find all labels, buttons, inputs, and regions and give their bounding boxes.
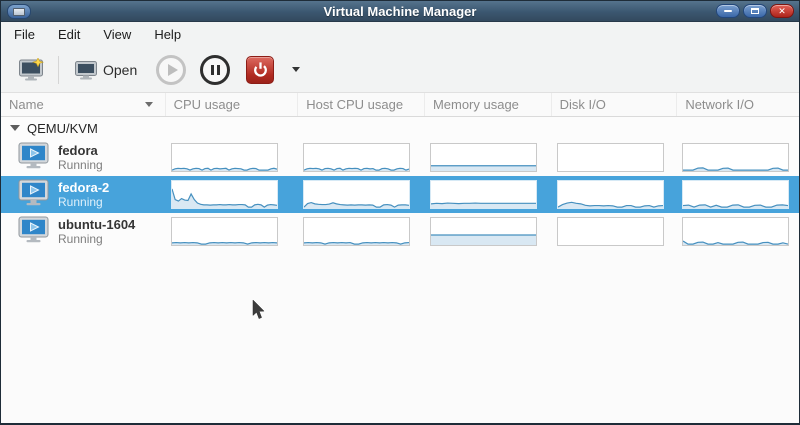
column-header-host-cpu-usage[interactable]: Host CPU usage — [298, 93, 425, 116]
vm-name: fedora — [58, 143, 98, 158]
run-button[interactable] — [156, 54, 187, 85]
column-header-name[interactable]: Name — [1, 93, 166, 116]
column-header-label: Disk I/O — [559, 97, 606, 112]
vm-status: Running — [58, 232, 103, 246]
menu-file[interactable]: File — [14, 27, 35, 42]
disk-cell — [552, 213, 678, 250]
network-cell — [677, 213, 799, 250]
cpu-sparkline — [170, 217, 278, 246]
vm-name: ubuntu-1604 — [58, 217, 136, 232]
memory-sparkline — [429, 180, 537, 209]
minimize-button[interactable] — [716, 4, 740, 18]
pause-button[interactable] — [200, 54, 231, 85]
maximize-icon — [751, 8, 759, 14]
sort-descending-icon — [144, 102, 153, 107]
network-sparkline — [682, 180, 790, 209]
cpu-cell — [166, 213, 299, 250]
memory-sparkline — [429, 217, 537, 246]
connection-row-qemu-kvm[interactable]: QEMU/KVM — [1, 117, 799, 139]
open-button[interactable]: Open — [69, 57, 142, 83]
memory-cell — [425, 176, 552, 213]
host-cpu-sparkline — [303, 180, 411, 209]
column-header-label: CPU usage — [173, 97, 241, 112]
host-cpu-cell — [298, 176, 425, 213]
window-controls: ✕ — [716, 4, 794, 18]
column-header-memory-usage[interactable]: Memory usage — [425, 93, 552, 116]
column-header-cpu-usage[interactable]: CPU usage — [166, 93, 299, 116]
shutdown-button[interactable] — [246, 55, 275, 84]
mouse-cursor — [252, 299, 266, 325]
power-icon — [253, 62, 267, 77]
cpu-cell — [166, 139, 299, 176]
new-vm-button[interactable] — [13, 55, 50, 85]
vm-monitor-icon — [18, 216, 49, 248]
network-cell — [677, 139, 799, 176]
menu-view[interactable]: View — [103, 27, 132, 42]
host-cpu-sparkline — [303, 143, 411, 172]
host-cpu-cell — [298, 213, 425, 250]
host-cpu-cell — [298, 139, 425, 176]
disk-sparkline — [556, 180, 664, 209]
disk-cell — [552, 139, 678, 176]
vm-monitor-icon — [18, 179, 49, 211]
open-button-label: Open — [103, 61, 138, 78]
column-header-label: Memory usage — [432, 97, 519, 112]
vm-status: Running — [58, 195, 103, 209]
network-sparkline — [682, 217, 790, 246]
toolbar-separator — [58, 55, 59, 84]
menu-bar: File Edit View Help — [1, 22, 799, 47]
column-header-network-i-o[interactable]: Network I/O — [677, 93, 799, 116]
cpu-sparkline — [170, 143, 278, 172]
shutdown-dropdown-caret[interactable] — [292, 67, 301, 72]
open-monitor-icon — [75, 60, 97, 79]
vmm-monitor-icon — [13, 7, 25, 16]
menu-help[interactable]: Help — [154, 27, 182, 42]
vm-name: fedora-2 — [58, 180, 110, 195]
title-bar[interactable]: Virtual Machine Manager ✕ — [1, 1, 799, 22]
connection-label: QEMU/KVM — [27, 120, 98, 136]
vm-status: Running — [58, 158, 103, 172]
memory-cell — [425, 139, 552, 176]
disk-cell — [552, 176, 678, 213]
maximize-button[interactable] — [743, 4, 767, 18]
cpu-cell — [166, 176, 299, 213]
minimize-icon — [724, 10, 732, 12]
close-button[interactable]: ✕ — [770, 4, 794, 18]
app-icon — [7, 4, 31, 19]
menu-edit[interactable]: Edit — [57, 27, 81, 42]
column-header-label: Network I/O — [685, 97, 754, 112]
close-icon: ✕ — [778, 5, 786, 16]
vm-monitor-icon — [18, 142, 49, 174]
expander-icon[interactable] — [10, 125, 20, 131]
pause-icon — [210, 64, 220, 75]
host-cpu-sparkline — [303, 217, 411, 246]
column-header-label: Host CPU usage — [306, 97, 404, 112]
new-vm-icon — [19, 57, 44, 80]
network-cell — [677, 176, 799, 213]
memory-cell — [425, 213, 552, 250]
column-header-disk-i-o[interactable]: Disk I/O — [552, 93, 678, 116]
column-header-label: Name — [9, 97, 44, 112]
toolbar: Open — [1, 47, 799, 93]
disk-sparkline — [556, 217, 664, 246]
memory-sparkline — [429, 143, 537, 172]
window-title: Virtual Machine Manager — [323, 4, 477, 19]
network-sparkline — [682, 143, 790, 172]
cpu-sparkline — [170, 180, 278, 209]
column-header-row: Name CPU usage Host CPU usage Memory usage D… — [1, 93, 799, 117]
play-icon — [167, 63, 178, 76]
disk-sparkline — [556, 143, 664, 172]
